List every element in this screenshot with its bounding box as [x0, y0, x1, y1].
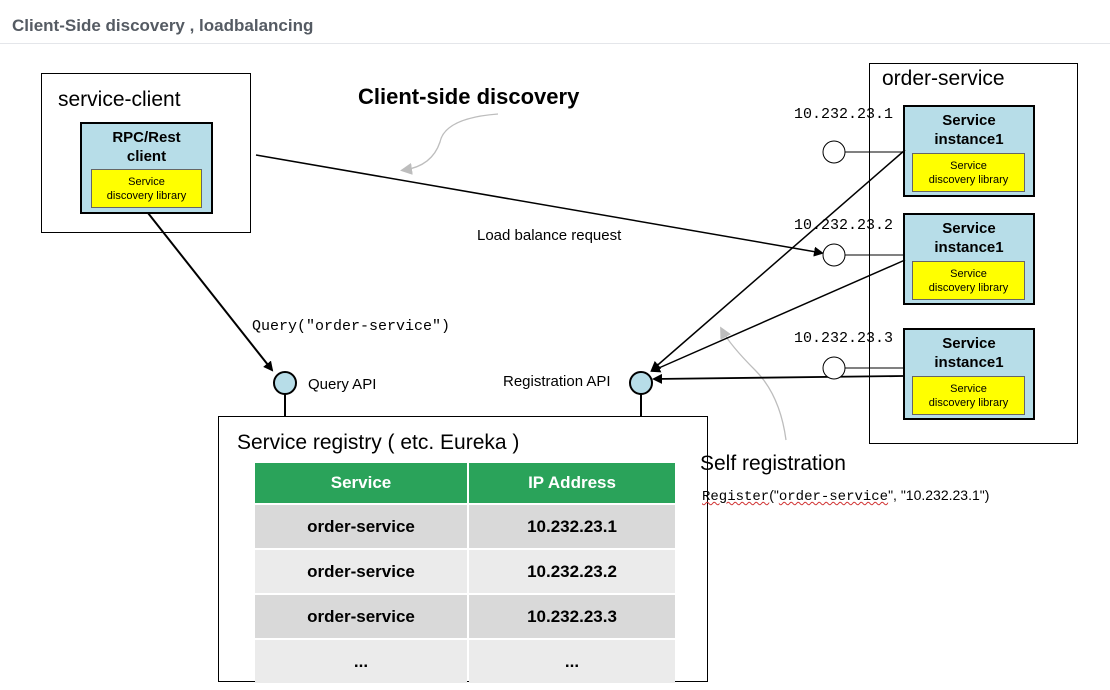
column-header-ip-address: IP Address [469, 463, 675, 503]
table-cell-ip: 10.232.23.3 [469, 595, 675, 638]
table-row: order-service 10.232.23.1 [255, 505, 675, 548]
query-api-label: Query API [308, 376, 377, 393]
query-arrow [147, 212, 274, 372]
table-row: ... ... [255, 640, 675, 683]
table-cell-ip: 10.232.23.1 [469, 505, 675, 548]
instance-3-port-circle [822, 356, 846, 380]
service-instance-1-label: Service instance1 [934, 112, 1004, 148]
service-instance-2-label: Service instance1 [934, 220, 1004, 256]
rpc-client-label: RPC/Rest client [112, 129, 181, 165]
client-discovery-library: Service discovery library [91, 169, 202, 208]
instance-1-port-circle [822, 140, 846, 164]
instance-2-library-label: Service discovery library [928, 267, 1009, 294]
table-row: order-service 10.232.23.3 [255, 595, 675, 638]
registration-arrow-instance-2 [650, 259, 906, 373]
diagram-title: Client-side discovery [358, 84, 580, 109]
table-cell-service: order-service [255, 505, 467, 548]
register-service-name: order-service [778, 489, 889, 505]
registration-api-label: Registration API [503, 373, 611, 390]
query-call-label: Query("order-service") [252, 318, 451, 335]
instance-1-discovery-library: Service discovery library [912, 153, 1025, 192]
service-instance-3-label: Service instance1 [934, 335, 1004, 371]
register-open: (" [769, 487, 779, 503]
registration-api-circle [629, 371, 653, 395]
instance-3-ip: 10.232.23.3 [794, 330, 894, 347]
table-cell-ip: ... [469, 640, 675, 683]
instance-2-discovery-library: Service discovery library [912, 261, 1025, 300]
registry-table: Service IP Address order-service 10.232.… [253, 461, 677, 685]
column-header-service: Service [255, 463, 467, 503]
self-registration-callout-arrow [720, 326, 787, 441]
instance-2-ip: 10.232.23.2 [794, 217, 894, 234]
self-registration-label: Self registration [700, 452, 846, 475]
instance-1-library-label: Service discovery library [928, 159, 1009, 186]
register-call-label: Register("order-service", "10.232.23.1") [702, 487, 989, 505]
table-row: order-service 10.232.23.2 [255, 550, 675, 593]
registration-arrow-instance-3 [652, 373, 904, 384]
table-cell-service: order-service [255, 550, 467, 593]
page-title: Client-Side discovery , loadbalancing [12, 16, 314, 35]
instance-3-discovery-library: Service discovery library [912, 376, 1025, 415]
table-cell-service: ... [255, 640, 467, 683]
load-balance-label: Load balance request [477, 227, 622, 244]
order-service-title: order-service [882, 67, 1005, 90]
instance-3-library-label: Service discovery library [928, 382, 1009, 409]
instance-1-ip: 10.232.23.1 [794, 106, 894, 123]
instance-2-port-circle [822, 243, 846, 267]
table-cell-ip: 10.232.23.2 [469, 550, 675, 593]
client-discovery-callout-arrow [400, 113, 499, 175]
query-api-circle [273, 371, 297, 395]
register-rest: ", "10.232.23.1") [888, 487, 990, 503]
service-client-title: service-client [58, 88, 181, 111]
client-discovery-library-label: Service discovery library [106, 175, 187, 202]
service-registry-title: Service registry ( etc. Eureka ) [237, 431, 520, 454]
header-divider [0, 43, 1110, 44]
register-fn: Register [702, 489, 770, 505]
table-cell-service: order-service [255, 595, 467, 638]
registry-header-row: Service IP Address [255, 463, 675, 503]
